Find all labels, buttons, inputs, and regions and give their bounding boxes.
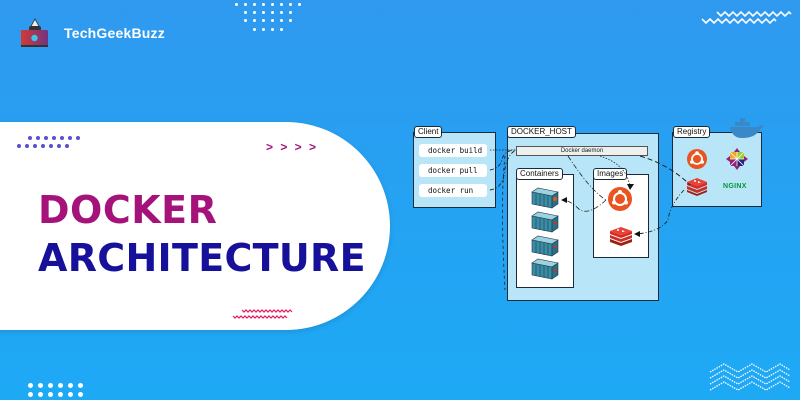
container-icon-4 — [531, 258, 559, 280]
docker-daemon-bar: Docker daemon — [516, 146, 648, 156]
container-icon-2 — [531, 211, 559, 233]
redis-icon — [687, 178, 707, 196]
client-label: Client — [414, 126, 443, 138]
container-icon-1 — [531, 187, 559, 209]
redis-image-icon — [610, 227, 632, 246]
docker-host-label: DOCKER_HOST — [507, 126, 576, 138]
docker-pull-command: docker pull — [419, 164, 487, 177]
container-icon-3 — [531, 235, 559, 257]
headline-line2: ARCHITECTURE — [38, 236, 366, 280]
title-card — [0, 122, 390, 330]
headline-line1: DOCKER — [38, 188, 218, 232]
docker-whale-icon — [730, 118, 764, 138]
brand-logo[interactable]: TechGeekBuzz — [20, 18, 165, 48]
registry-panel — [672, 132, 762, 207]
hacker-laptop-icon — [20, 18, 50, 48]
docker-run-command: docker run — [419, 184, 487, 197]
docker-build-command: docker build — [419, 144, 487, 157]
nginx-icon: NGINX — [723, 183, 747, 190]
zigzag-decoration-card — [232, 309, 293, 319]
centos-icon — [726, 148, 748, 170]
arrows-decoration: > > > > — [266, 140, 319, 154]
wave-decoration-bottom-right — [709, 363, 791, 391]
ubuntu-image-icon — [608, 187, 632, 211]
ubuntu-icon — [687, 149, 707, 169]
zigzag-decoration-top-right — [701, 10, 792, 25]
containers-label: Containers — [516, 168, 563, 180]
brand-name: TechGeekBuzz — [64, 25, 165, 41]
registry-label: Registry — [673, 126, 711, 138]
images-label: Images — [593, 168, 628, 180]
